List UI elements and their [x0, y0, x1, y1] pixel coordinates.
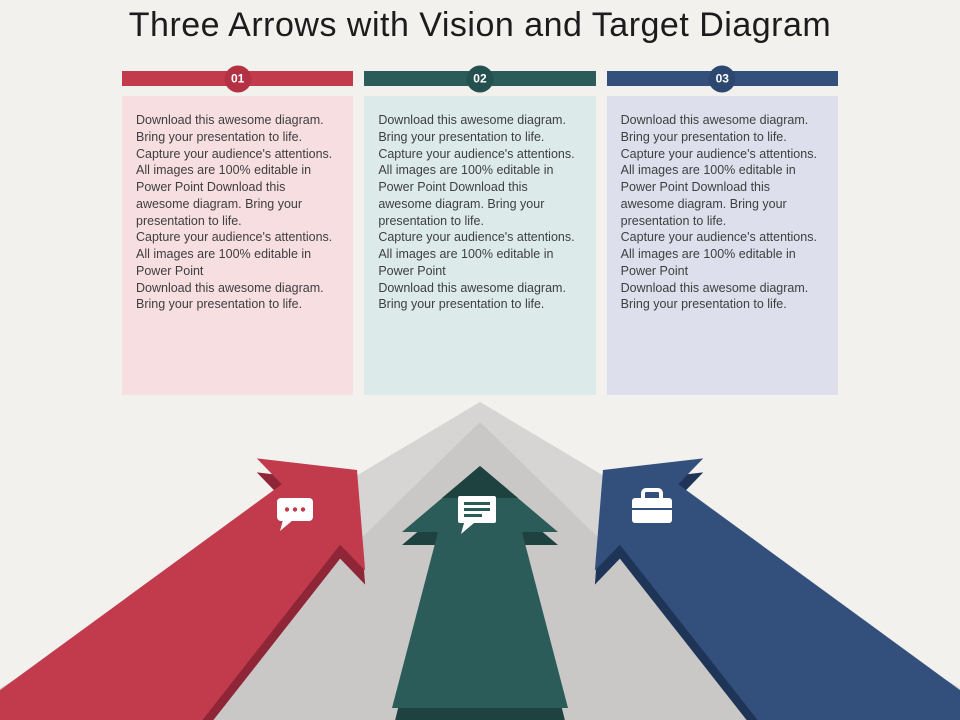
column-3-text-box: Download this awesome diagram. Bring you…	[606, 96, 838, 395]
teal-arrow	[392, 466, 568, 708]
columns: 01 Download this awesome diagram. Bring …	[122, 65, 838, 395]
column-2-text-box: Download this awesome diagram. Bring you…	[364, 96, 596, 395]
arrows-scene	[0, 402, 960, 720]
column-3-number-badge: 03	[708, 65, 736, 92]
column-3-header-bar: 03	[606, 65, 838, 92]
page-title: Three Arrows with Vision and Target Diag…	[128, 6, 832, 44]
column-1: 01 Download this awesome diagram. Bring …	[122, 65, 354, 395]
navy-arrow	[594, 458, 960, 720]
column-3: 03 Download this awesome diagram. Bring …	[606, 65, 838, 395]
red-arrow	[0, 458, 366, 720]
column-2: 02 Download this awesome diagram. Bring …	[364, 65, 596, 395]
column-1-header-bar: 01	[122, 65, 354, 92]
note-icon	[458, 496, 496, 534]
chat-icon	[277, 498, 313, 531]
column-2-header-bar: 02	[364, 65, 596, 92]
column-2-number-badge: 02	[466, 65, 494, 92]
column-1-number-badge: 01	[224, 65, 252, 92]
briefcase-icon	[632, 488, 672, 523]
teal-arrow-tip-shade	[442, 466, 518, 498]
column-1-text-box: Download this awesome diagram. Bring you…	[122, 96, 354, 395]
